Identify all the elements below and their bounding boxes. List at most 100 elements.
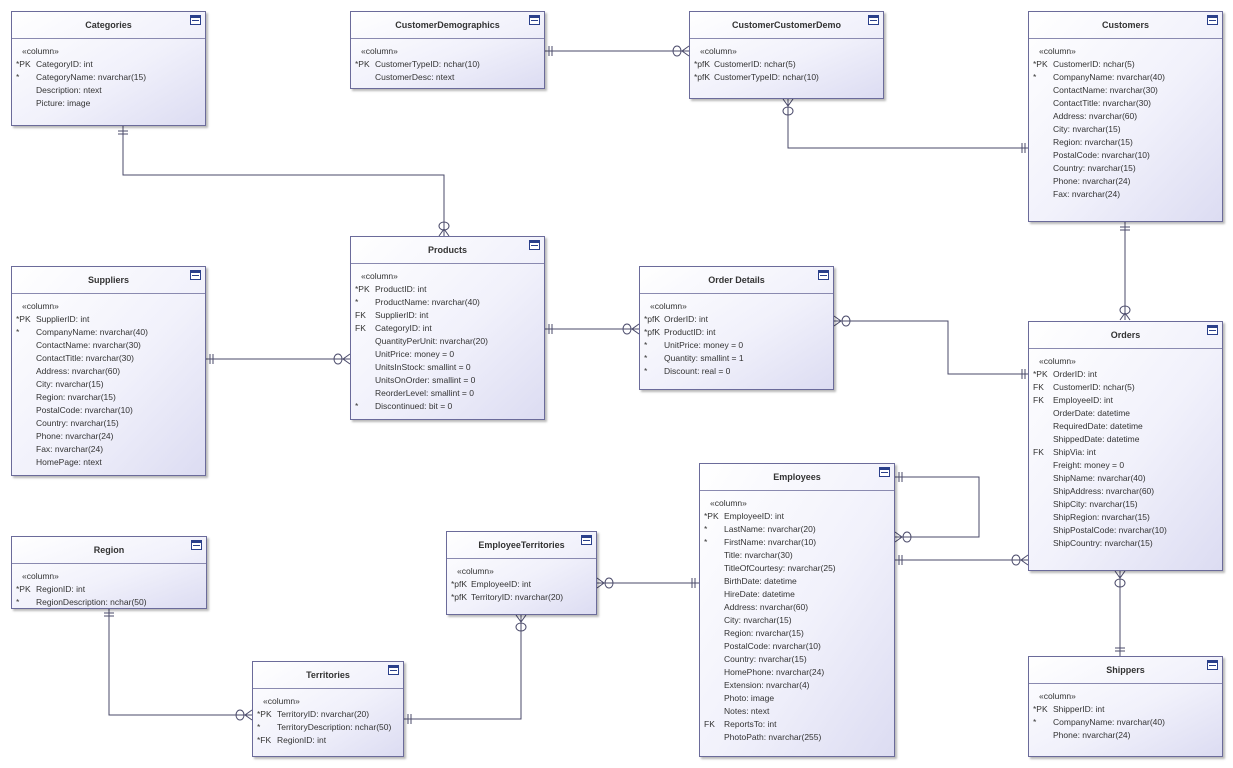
column-row[interactable]: Fax: nvarchar(24) <box>1029 188 1222 201</box>
column-row[interactable]: *CompanyName: nvarchar(40) <box>1029 716 1222 729</box>
column-row[interactable]: ContactTitle: nvarchar(30) <box>12 352 205 365</box>
column-row[interactable]: Region: nvarchar(15) <box>700 627 894 640</box>
column-row[interactable]: *CompanyName: nvarchar(40) <box>12 326 205 339</box>
column-row[interactable]: *TerritoryDescription: nchar(50) <box>253 721 403 734</box>
column-row[interactable]: CustomerDesc: ntext <box>351 71 544 84</box>
column-row[interactable]: Region: nvarchar(15) <box>12 391 205 404</box>
column-row[interactable]: UnitsOnOrder: smallint = 0 <box>351 374 544 387</box>
column-row[interactable]: ShipAddress: nvarchar(60) <box>1029 485 1222 498</box>
column-row[interactable]: Freight: money = 0 <box>1029 459 1222 472</box>
column-row[interactable]: ShipName: nvarchar(40) <box>1029 472 1222 485</box>
column-row[interactable]: HomePage: ntext <box>12 456 205 469</box>
column-row[interactable]: RequiredDate: datetime <box>1029 420 1222 433</box>
column-row[interactable]: *RegionDescription: nchar(50) <box>12 596 206 609</box>
column-row[interactable]: *CategoryName: nvarchar(15) <box>12 71 205 84</box>
column-row[interactable]: Notes: ntext <box>700 705 894 718</box>
column-row[interactable]: *UnitPrice: money = 0 <box>640 339 833 352</box>
column-row[interactable]: Description: ntext <box>12 84 205 97</box>
column-row[interactable]: Country: nvarchar(15) <box>12 417 205 430</box>
column-row[interactable]: *ProductName: nvarchar(40) <box>351 296 544 309</box>
column-row[interactable]: ShipPostalCode: nvarchar(10) <box>1029 524 1222 537</box>
column-row[interactable]: City: nvarchar(15) <box>1029 123 1222 136</box>
column-row[interactable]: ShipRegion: nvarchar(15) <box>1029 511 1222 524</box>
column-row[interactable]: City: nvarchar(15) <box>12 378 205 391</box>
column-row[interactable]: Fax: nvarchar(24) <box>12 443 205 456</box>
column-row[interactable]: HomePhone: nvarchar(24) <box>700 666 894 679</box>
column-row[interactable]: *Discount: real = 0 <box>640 365 833 378</box>
column-row[interactable]: Phone: nvarchar(24) <box>1029 175 1222 188</box>
column-row[interactable]: *LastName: nvarchar(20) <box>700 523 894 536</box>
column-row[interactable]: BirthDate: datetime <box>700 575 894 588</box>
column-row[interactable]: Address: nvarchar(60) <box>700 601 894 614</box>
column-row[interactable]: Phone: nvarchar(24) <box>1029 729 1222 742</box>
column-row[interactable]: *FirstName: nvarchar(10) <box>700 536 894 549</box>
column-row[interactable]: Country: nvarchar(15) <box>1029 162 1222 175</box>
column-row[interactable]: *CompanyName: nvarchar(40) <box>1029 71 1222 84</box>
column-row[interactable]: PhotoPath: nvarchar(255) <box>700 731 894 744</box>
column-row[interactable]: ContactName: nvarchar(30) <box>1029 84 1222 97</box>
column-row[interactable]: ShipCountry: nvarchar(15) <box>1029 537 1222 550</box>
column-row[interactable]: *Discontinued: bit = 0 <box>351 400 544 413</box>
column-row[interactable]: Country: nvarchar(15) <box>700 653 894 666</box>
column-row[interactable]: Address: nvarchar(60) <box>12 365 205 378</box>
column-row[interactable]: TitleOfCourtesy: nvarchar(25) <box>700 562 894 575</box>
column-row[interactable]: UnitPrice: money = 0 <box>351 348 544 361</box>
column-row[interactable]: Picture: image <box>12 97 205 110</box>
column-row[interactable]: Title: nvarchar(30) <box>700 549 894 562</box>
column-row[interactable]: PostalCode: nvarchar(10) <box>12 404 205 417</box>
column-row[interactable]: QuantityPerUnit: nvarchar(20) <box>351 335 544 348</box>
column-row[interactable]: ReorderLevel: smallint = 0 <box>351 387 544 400</box>
column-row[interactable]: ShippedDate: datetime <box>1029 433 1222 446</box>
column-row[interactable]: PostalCode: nvarchar(10) <box>1029 149 1222 162</box>
column-row[interactable]: UnitsInStock: smallint = 0 <box>351 361 544 374</box>
column-row[interactable]: Address: nvarchar(60) <box>1029 110 1222 123</box>
column-row[interactable]: Region: nvarchar(15) <box>1029 136 1222 149</box>
column-row[interactable]: Phone: nvarchar(24) <box>12 430 205 443</box>
column-row[interactable]: *Quantity: smallint = 1 <box>640 352 833 365</box>
column-row[interactable]: City: nvarchar(15) <box>700 614 894 627</box>
column-row[interactable]: HireDate: datetime <box>700 588 894 601</box>
column-row[interactable]: Photo: image <box>700 692 894 705</box>
column-row[interactable]: ContactTitle: nvarchar(30) <box>1029 97 1222 110</box>
column-row[interactable]: Extension: nvarchar(4) <box>700 679 894 692</box>
column-row[interactable]: ContactName: nvarchar(30) <box>12 339 205 352</box>
column-row[interactable]: PostalCode: nvarchar(10) <box>700 640 894 653</box>
column-row[interactable]: ShipCity: nvarchar(15) <box>1029 498 1222 511</box>
